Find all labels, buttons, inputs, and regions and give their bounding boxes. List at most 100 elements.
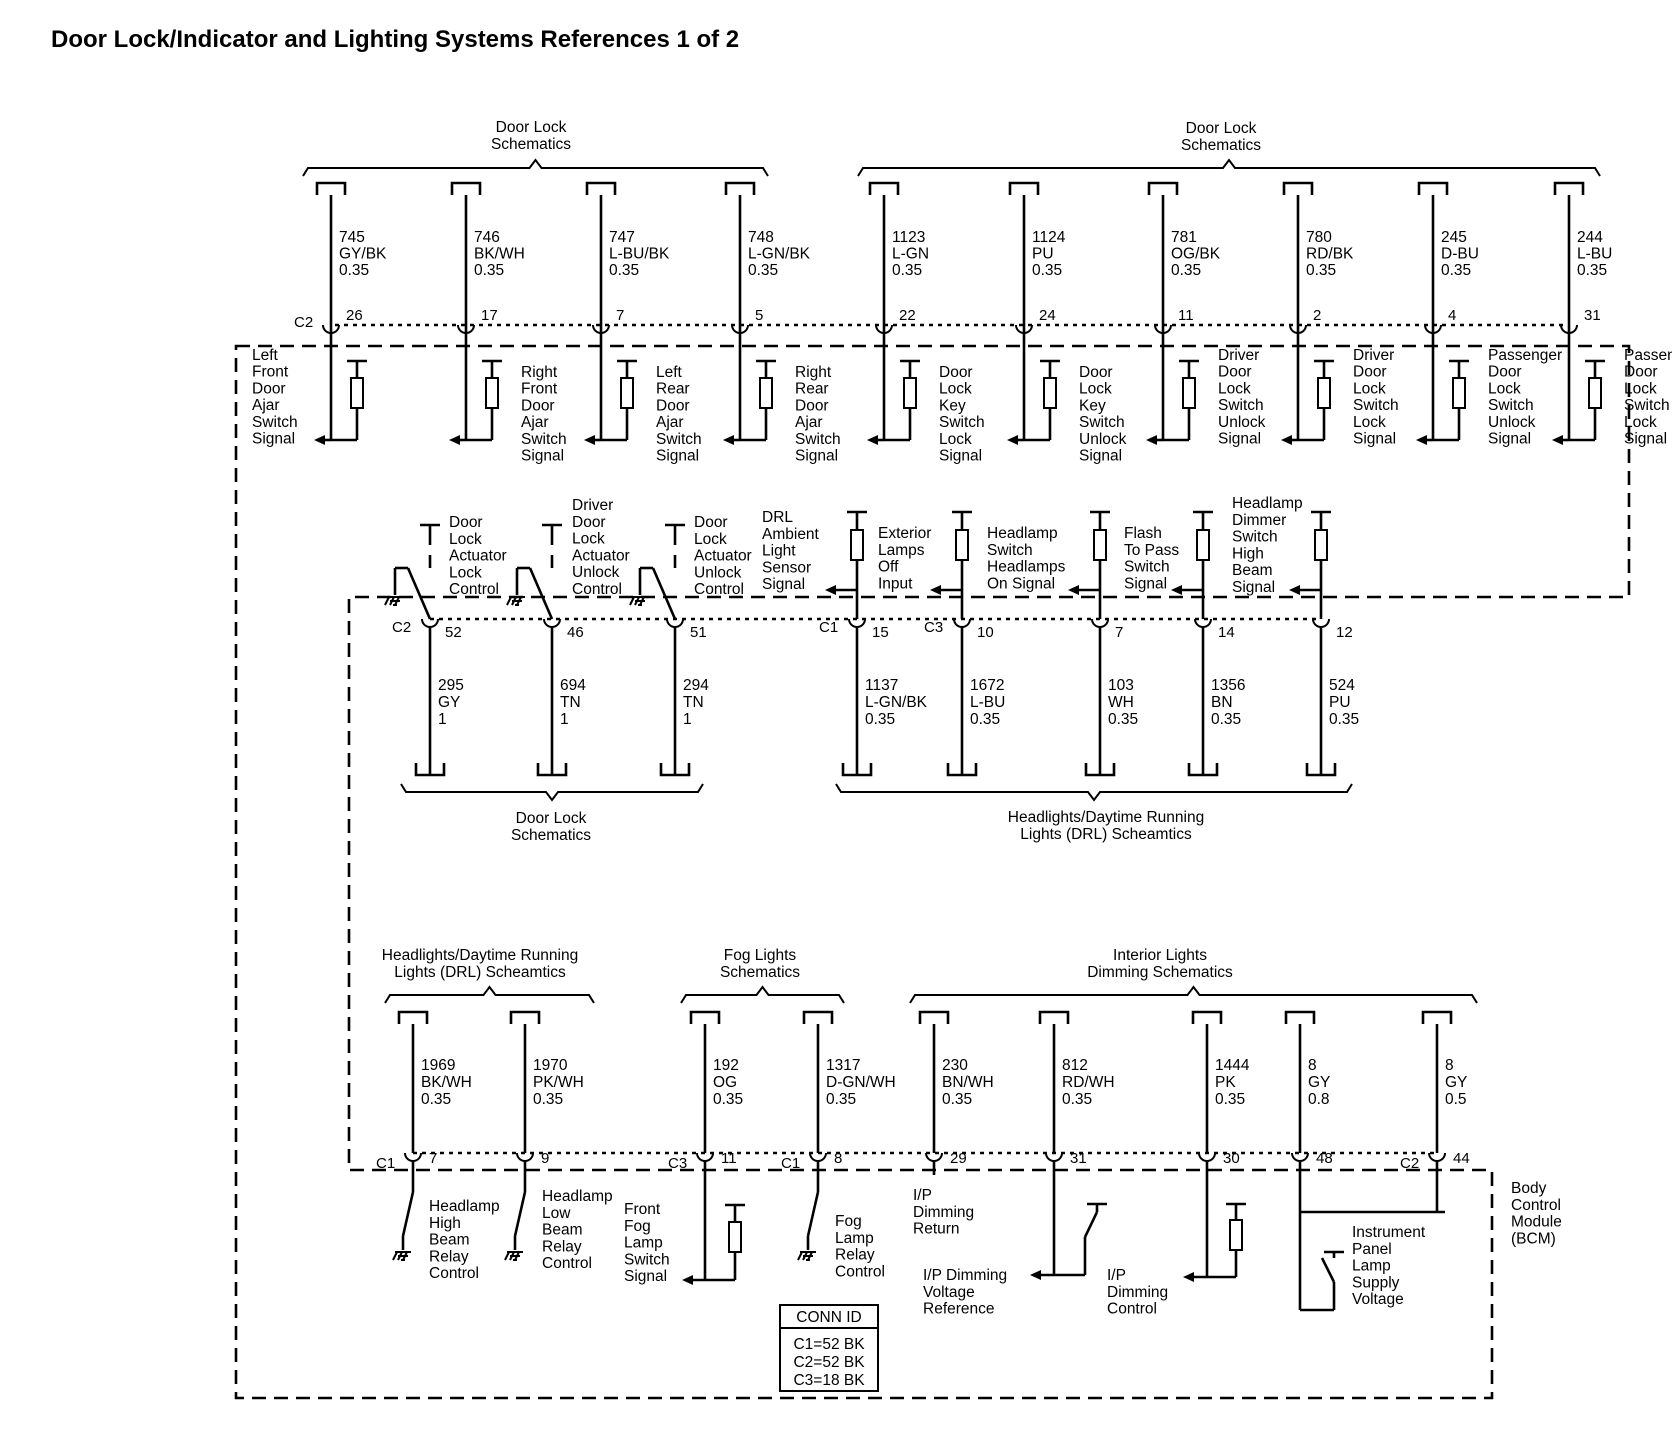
function-label: Front [521, 381, 558, 398]
connector-id: C1 [781, 1155, 800, 1172]
function-label: Headlamps [987, 559, 1066, 576]
terminal-stub [1008, 181, 1040, 195]
terminal-stub [450, 181, 482, 195]
wire-label: BK/WH [421, 1074, 472, 1091]
function-label: Door [1353, 364, 1387, 381]
ground-hatch [511, 596, 517, 606]
function-label: Door [449, 514, 483, 531]
function-label: Signal [939, 448, 982, 465]
function-label: Driver [1353, 347, 1394, 364]
pin-number: 52 [445, 624, 462, 641]
function-label: Ambient [762, 526, 820, 543]
function-label: Signal [1488, 431, 1531, 448]
switch-contact [806, 1191, 820, 1237]
function-label: Unlock [1218, 414, 1266, 431]
wire-label: 1 [683, 711, 692, 728]
arrow-head [825, 585, 836, 595]
terminal-stub [918, 1010, 950, 1024]
function-label: DRL [762, 509, 793, 526]
pin-number: 31 [1070, 1150, 1087, 1167]
ground-symbol [504, 1251, 523, 1261]
wire-label: BN/WH [942, 1074, 994, 1091]
group-label: Headlights/Daytime Running [1008, 809, 1204, 826]
group-label: Headlights/Daytime Running [382, 947, 578, 964]
pin-connector [809, 1152, 827, 1162]
pin-connector [404, 1152, 422, 1162]
pin-connector [1560, 324, 1578, 334]
arrow-head [1171, 585, 1182, 595]
resistor-symbol [1452, 377, 1466, 409]
group-brace [302, 158, 769, 177]
wire-label: TN [683, 694, 704, 711]
group-brace [384, 985, 595, 1004]
function-label: Signal [624, 1268, 667, 1285]
switch-contact [651, 567, 677, 620]
pin-number: 7 [429, 1150, 437, 1167]
function-label: Signal [521, 448, 564, 465]
pin-number: 7 [616, 307, 624, 324]
pin-connector [516, 1152, 534, 1162]
wire-label: L-BU/BK [609, 246, 670, 263]
ground-hatch [506, 596, 512, 606]
conn-id-line: C2=52 BK [793, 1354, 865, 1371]
wire-label: 1444 [1215, 1057, 1250, 1074]
wire-label: 0.35 [1215, 1091, 1245, 1108]
wire-label: GY [438, 694, 460, 711]
ground-hatch [394, 596, 400, 606]
function-label: Door [252, 380, 286, 397]
pin-number: 46 [567, 624, 584, 641]
terminal-stub [585, 181, 617, 195]
function-label: Front [252, 364, 289, 381]
function-label: Exterior [878, 525, 931, 542]
pin-connector [1424, 324, 1442, 334]
pin-connector [322, 324, 340, 334]
conn-id-box [779, 1304, 879, 1392]
function-label: Lock [1218, 380, 1251, 397]
function-label: Key [1079, 397, 1106, 414]
wire-label: 0.35 [865, 711, 895, 728]
function-label: Input [878, 575, 913, 592]
function-label: Relay [429, 1248, 469, 1265]
pin-number: 10 [977, 624, 994, 641]
function-label: Driver [1218, 347, 1259, 364]
function-label: Door [656, 397, 690, 414]
wire-label: 0.35 [609, 262, 639, 279]
group-label: Dimming Schematics [1087, 964, 1233, 981]
wire-label: L-GN/BK [865, 694, 928, 711]
function-label: Lock [939, 381, 972, 398]
function-label: Switch [1232, 529, 1278, 546]
function-label: Switch [656, 431, 702, 448]
ground-hatch [509, 1251, 515, 1261]
wire-label: 1969 [421, 1057, 455, 1074]
resistor-symbol [620, 377, 634, 409]
terminal-stub [1421, 1010, 1453, 1024]
ground-hatch [807, 1251, 813, 1261]
arrow-head [449, 435, 460, 445]
pin-connector [1198, 1152, 1216, 1162]
terminal-stub [946, 763, 978, 777]
connector-id: C1 [376, 1155, 395, 1172]
function-label: Rear [656, 381, 690, 398]
terminal-stub [1147, 181, 1179, 195]
arrow-head [584, 435, 595, 445]
pin-number: 2 [1313, 307, 1321, 324]
pin-connector [953, 618, 971, 628]
function-label: Lock [449, 531, 482, 548]
pin-connector [1291, 1152, 1309, 1162]
function-label: Switch [1624, 397, 1670, 414]
function-label: Signal [762, 576, 805, 593]
wire-label: RD/WH [1062, 1074, 1115, 1091]
function-label: Relay [542, 1238, 582, 1255]
function-label: Switch [939, 414, 985, 431]
function-label: Headlamp [542, 1188, 613, 1205]
function-label: Ajar [521, 414, 549, 431]
wire-label: 244 [1577, 229, 1603, 246]
function-label: Signal [1232, 579, 1275, 596]
function-label: Lock [1353, 414, 1386, 431]
wire-label: PU [1032, 246, 1054, 263]
wire-label: 780 [1306, 229, 1332, 246]
ground-hatch [397, 1251, 403, 1261]
function-label: High [1232, 545, 1264, 562]
function-label: I/P [1107, 1267, 1126, 1284]
